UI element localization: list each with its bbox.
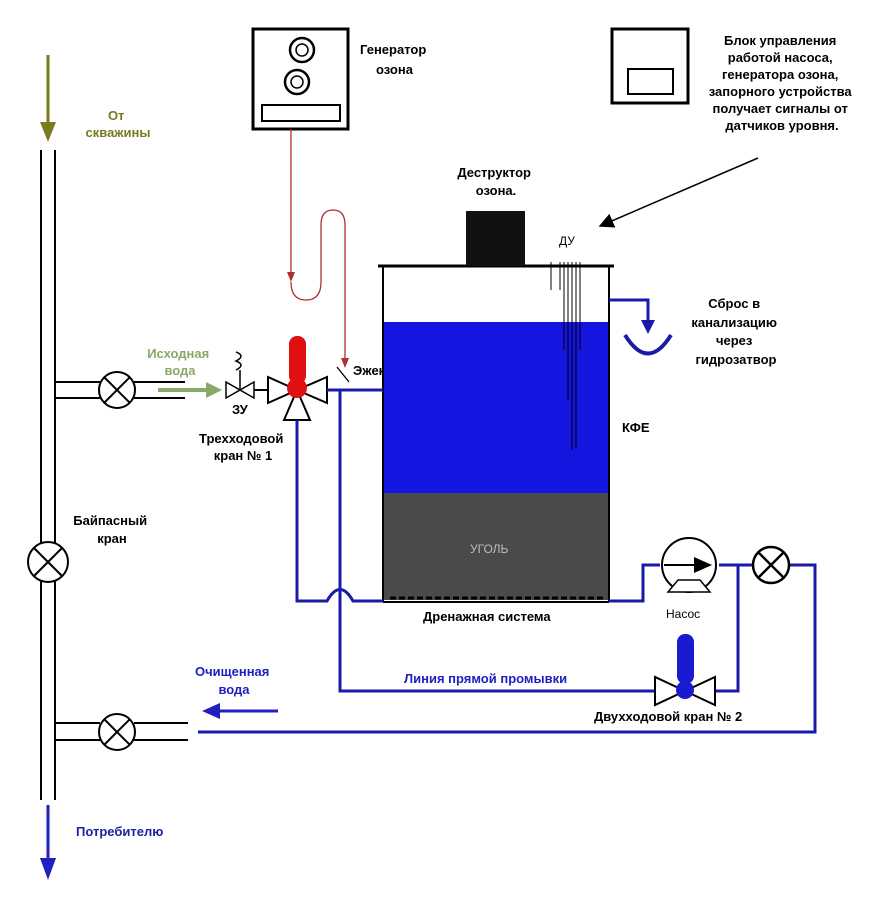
coal-label: УГОЛЬ [470, 542, 509, 556]
source-branch-pipe [55, 381, 185, 399]
ozone-destructor [466, 211, 525, 266]
two-way-valve-label: Двухходовой кран № 2 [594, 709, 742, 724]
to-consumer-label: Потребителю [76, 824, 163, 839]
control-unit-label: Блок управления работой насоса, генерато… [709, 33, 856, 133]
du-label: ДУ [559, 234, 575, 248]
main-vertical-pipe [40, 150, 56, 800]
three-way-valve-label: Трехходовой кран № 1 [199, 431, 287, 463]
filter-tank [378, 264, 614, 603]
level-sensors [550, 262, 581, 450]
three-way-valve-1 [267, 336, 328, 421]
signal-arrow [598, 157, 759, 228]
pump-label: Насос [666, 607, 700, 621]
pump [661, 537, 717, 593]
overflow-drain [609, 298, 673, 356]
bypass-valve [27, 541, 69, 583]
from-well-label: От скважины [86, 108, 151, 140]
ozone-generator [251, 27, 350, 131]
source-water-arrow [158, 382, 222, 398]
ozone-generator-label: Генератор озона [360, 42, 430, 77]
from-well-arrow [40, 55, 56, 142]
shutoff-device-zu [225, 351, 268, 400]
ejector-symbol [336, 366, 350, 383]
clean-water-branch-pipe [55, 722, 188, 741]
drainage-system-label: Дренажная система [423, 609, 551, 624]
source-valve [98, 371, 136, 409]
to-consumer-arrow [40, 805, 56, 880]
clean-water-label: Очищенная вода [195, 664, 273, 697]
zu-label: ЗУ [232, 402, 249, 417]
source-water-label: Исходная вода [147, 346, 213, 378]
control-unit [610, 27, 690, 105]
clean-water-valve [98, 713, 136, 751]
direct-flush-line-label: Линия прямой промывки [404, 671, 567, 686]
ozone-line [290, 129, 346, 362]
drain-sewer-label: Сброс в канализацию через гидрозатвор [691, 296, 780, 367]
clean-water-arrow [202, 703, 278, 719]
ozone-destructor-label: Деструктор озона. [457, 165, 534, 198]
bypass-valve-label: Байпасный кран [73, 513, 150, 546]
kfe-label: КФЕ [622, 420, 650, 435]
two-way-valve-2 [654, 634, 716, 707]
blue-piping [198, 388, 817, 734]
pump-outlet-valve [751, 545, 791, 585]
